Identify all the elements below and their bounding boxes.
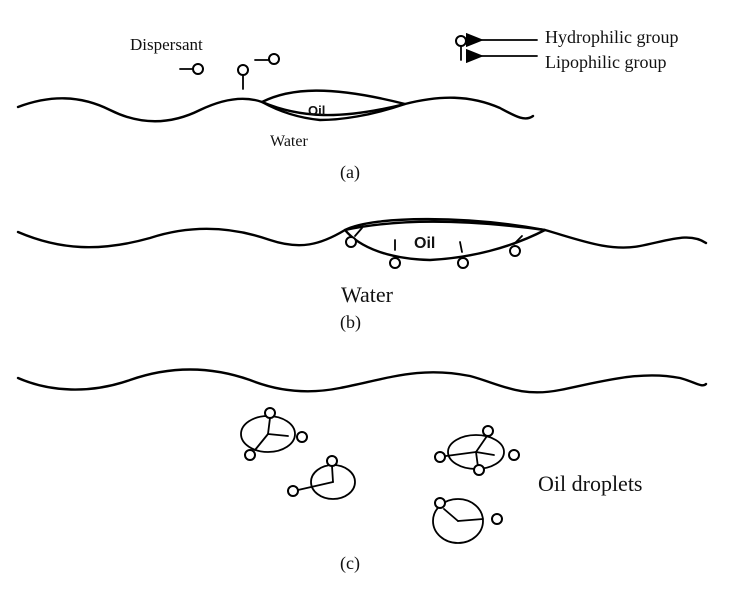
dispersant-label: Dispersant [130,35,203,54]
panel-b: Oil Water (b) [16,217,708,333]
oil-label-a: Oil [308,103,325,118]
oil-droplet [434,425,520,476]
water-label-a: Water [270,133,308,150]
oil-droplet [432,497,503,544]
surfactant-molecule-icon [254,53,280,65]
oil-slick-a [260,89,407,122]
legend-hydrophilic: Hydrophilic group [545,27,678,47]
oil-droplets-label: Oil droplets [538,471,643,496]
caption-c: (c) [340,553,360,574]
caption-a: (a) [340,162,360,183]
surfactant-molecule-icon [455,35,467,61]
panel-a: Oil Water Dispersant (a) [16,35,535,183]
oil-label-b: Oil [414,235,435,252]
surfactant-molecule-icon [457,241,469,269]
surfactant-molecule-icon [389,239,401,269]
surfactant-molecule-icon [345,227,363,248]
surfactant-molecule-icon [509,235,523,257]
panel-c: Oil droplets (c) [16,368,708,574]
surfactant-molecule-icon [179,63,204,75]
oil-droplet [287,455,356,500]
caption-b: (b) [340,312,361,333]
water-surface-c [16,368,708,394]
surfactant-molecule-icon [237,64,249,90]
legend: Hydrophilic group Lipophilic group [455,27,678,72]
water-label-b: Water [341,282,394,307]
legend-lipophilic: Lipophilic group [545,52,666,72]
oil-droplet [240,407,308,461]
